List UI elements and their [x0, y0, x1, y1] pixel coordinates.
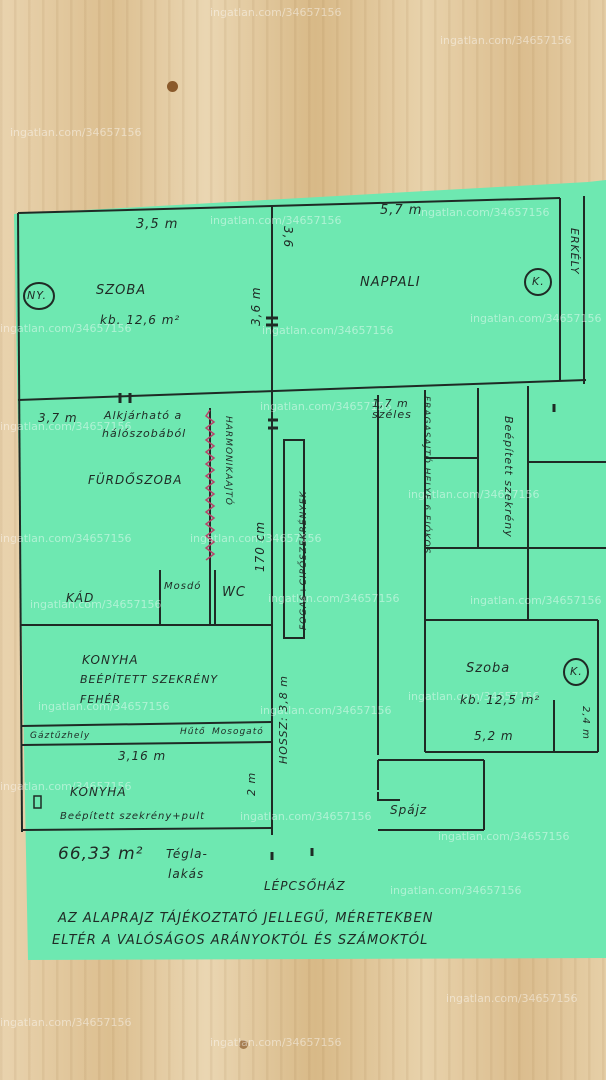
k-badge-circle	[524, 268, 552, 296]
staircase-label: LÉPCSŐHÁZ	[264, 879, 346, 893]
watermark: ingatlan.com/34657156	[260, 704, 392, 717]
bath-note-1: Alkjárható a	[104, 409, 183, 422]
badge-k-nappali: K.	[532, 275, 545, 288]
wall	[21, 741, 273, 746]
sink-label: Mosdó	[164, 581, 202, 592]
dim-wall-36m: 3,6 m	[249, 286, 263, 326]
corridor-width-label: 1,7 m széles	[372, 397, 412, 421]
kitchen-sink-label: Mosogató	[212, 727, 264, 737]
ny-badge-circle	[23, 282, 55, 310]
wood-knot	[167, 81, 178, 92]
room-erkely: ERKÉLY	[568, 228, 581, 275]
room-konyha2-name: KONYHA	[70, 785, 127, 799]
watermark: ingatlan.com/34657156	[440, 34, 572, 47]
watermark: ingatlan.com/34657156	[0, 780, 132, 793]
wall	[17, 379, 587, 401]
watermark: ingatlan.com/34657156	[10, 126, 142, 139]
stove-marker	[33, 795, 42, 809]
disclaimer-line-2: ELTÉR A VALÓSÁGOS ARÁNYOKTÓL ÉS SZÁMOKTÓ…	[52, 933, 429, 948]
watermark: ingatlan.com/34657156	[0, 532, 132, 545]
disclaimer-line-1: AZ ALAPRAJZ TÁJÉKOZTATÓ JELLEGŰ, MÉRETEK…	[58, 911, 434, 926]
room-szoba2-area: kb. 12,5 m²	[460, 693, 541, 707]
wc-label: WC	[222, 585, 246, 600]
bath-note-2: hálószobából	[102, 427, 187, 440]
room-furdoszoba-name: FÜRDŐSZOBA	[88, 473, 183, 487]
built-in-wardrobe-label: Beépített szekrény	[502, 416, 515, 538]
wall	[21, 827, 273, 831]
watermark: ingatlan.com/34657156	[262, 324, 394, 337]
wood-knot	[239, 1040, 248, 1049]
watermark: ingatlan.com/34657156	[190, 532, 322, 545]
watermark: ingatlan.com/34657156	[0, 420, 132, 433]
watermark: ingatlan.com/34657156	[240, 810, 372, 823]
watermark: ingatlan.com/34657156	[418, 206, 550, 219]
dim-2m: 2 m	[245, 771, 258, 796]
dim-bath-width: 3,7 m	[38, 411, 78, 425]
watermark: ingatlan.com/34657156	[470, 312, 602, 325]
dim-24: 2,4 m	[580, 706, 591, 740]
room-szoba2-name: Szoba	[466, 661, 511, 676]
dim-wall-36: 3,6	[281, 226, 295, 249]
building-type-1: Tégla-	[166, 847, 208, 861]
k-badge-circle	[563, 658, 589, 686]
badge-ny: NY.	[27, 289, 48, 302]
dim-corridor-170: 170 cm	[253, 520, 267, 572]
wall	[21, 721, 273, 727]
walls	[17, 196, 606, 835]
watermark: ingatlan.com/34657156	[390, 884, 522, 897]
building-type-2: lakás	[168, 867, 205, 881]
kitchen1-cabinet: BEÉPÍTETT SZEKRÉNY	[80, 673, 219, 686]
room-konyha1-name: KONYHA	[82, 653, 139, 667]
pantry-door	[377, 792, 400, 801]
dim-szoba-width: 3,5 m	[136, 217, 179, 232]
accordion-door-symbol	[204, 409, 216, 561]
total-area: 66,33 m²	[58, 844, 144, 864]
watermark: ingatlan.com/34657156	[210, 6, 342, 19]
watermark: ingatlan.com/34657156	[408, 690, 540, 703]
shoe-cabinet-outline	[283, 439, 305, 639]
fridge-label: Hűtő	[180, 727, 206, 737]
kitchen2-cabinet: Beépített szekrény+pult	[60, 811, 206, 822]
watermark: ingatlan.com/34657156	[38, 700, 170, 713]
paper-sheet	[14, 180, 606, 960]
tub-label: KÁD	[66, 591, 95, 605]
watermark: ingatlan.com/34657156	[268, 592, 400, 605]
watermark: ingatlan.com/34657156	[260, 400, 392, 413]
wall	[17, 197, 561, 214]
wall	[17, 212, 23, 833]
dim-nappali-width: 5,7 m	[380, 203, 423, 218]
pantry-label: Spájz	[390, 803, 428, 817]
dim-316: 3,16 m	[118, 749, 167, 763]
watermark: ingatlan.com/34657156	[210, 1036, 342, 1049]
kitchen1-color: FEHÉR	[80, 693, 122, 706]
watermark: ingatlan.com/34657156	[30, 598, 162, 611]
watermark: ingatlan.com/34657156	[210, 214, 342, 227]
gas-stove-label: Gáztűzhely	[30, 731, 91, 741]
room-szoba-name: SZOBA	[96, 283, 147, 298]
corridor-length: HOSSZ: 3,8 m	[277, 675, 290, 764]
shoe-cabinet-label: FOGAS+CIPŐSZEKRÉNYEK	[299, 490, 309, 630]
badge-k-szoba2: K.	[570, 665, 583, 678]
door-ticks	[118, 316, 556, 860]
room-nappali-name: NAPPALI	[360, 275, 421, 290]
watermark: ingatlan.com/34657156	[470, 594, 602, 607]
accordion-door-label: HARMONIKAAJTÓ	[223, 416, 233, 506]
watermark: ingatlan.com/34657156	[438, 830, 570, 843]
room-szoba-area: kb. 12,6 m²	[100, 313, 181, 327]
watermark: ingatlan.com/34657156	[408, 488, 540, 501]
watermark: ingatlan.com/34657156	[446, 992, 578, 1005]
dim-52: 5,2 m	[474, 729, 514, 743]
watermark: ingatlan.com/34657156	[0, 322, 132, 335]
watermark: ingatlan.com/34657156	[0, 1016, 132, 1029]
fridge-drawer-label: FRAGASAJTÓ HELYE 6 FIÓKOS	[421, 396, 431, 555]
